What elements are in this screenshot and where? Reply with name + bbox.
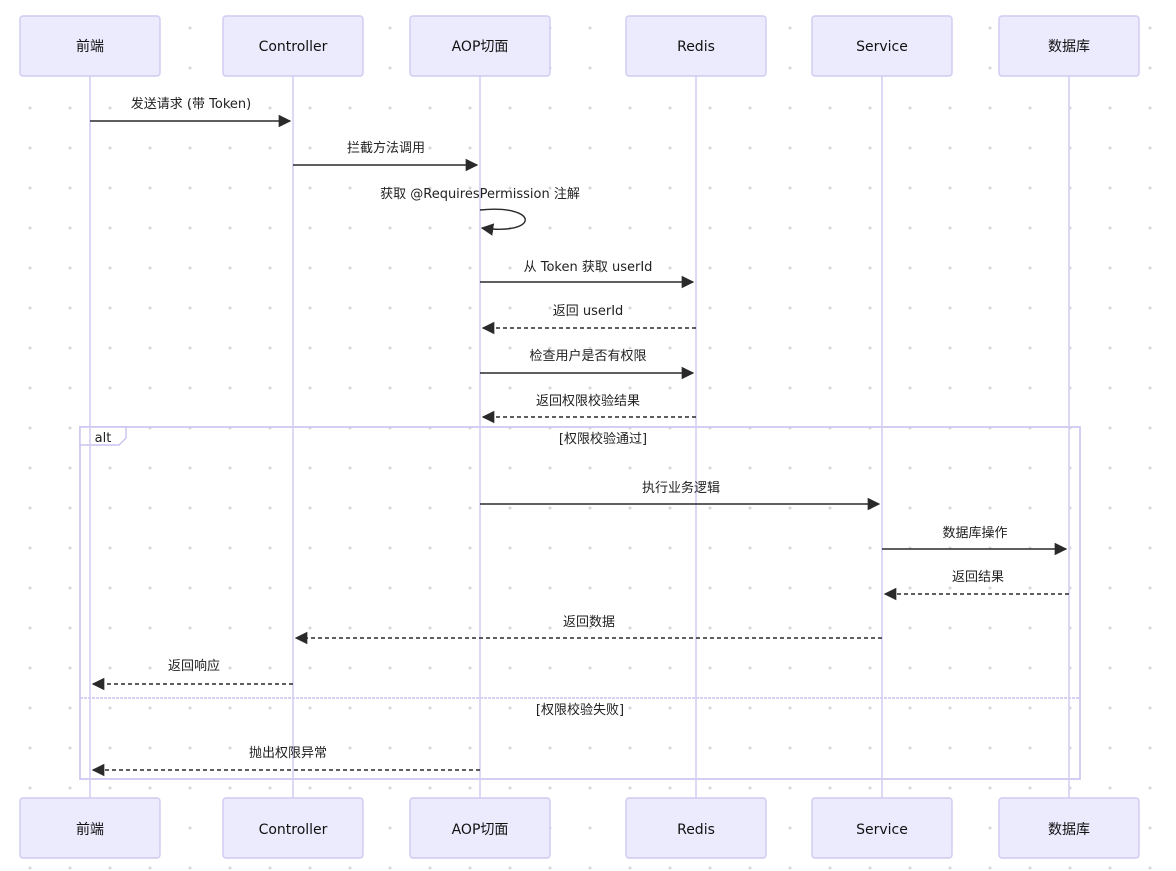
alt-frame-label-box — [79, 426, 127, 446]
participant-label: Controller — [259, 39, 328, 55]
participant-db-top: 数据库 — [998, 15, 1140, 77]
participant-service-bottom: Service — [811, 797, 953, 859]
message-11: 返回数据 — [294, 615, 882, 645]
participant-label: Redis — [677, 822, 715, 838]
message-7: 返回权限校验结果 — [481, 393, 696, 424]
participant-service-top: Service — [811, 15, 953, 77]
message-5: 返回 userId — [481, 304, 696, 335]
messages: 发送请求 (带 Token) 拦截方法调用 获取 @RequiresPermis… — [90, 96, 1069, 777]
participant-label: AOP切面 — [452, 822, 509, 838]
participants-top: 前端 Controller AOP切面 Redis Service 数据库 — [19, 15, 1140, 77]
message-10: 返回结果 — [883, 570, 1069, 601]
message-label: 获取 @RequiresPermission 注解 — [380, 187, 580, 202]
message-label: 数据库操作 — [942, 525, 1007, 541]
message-label: 执行业务逻辑 — [642, 480, 720, 496]
message-12: 返回响应 — [91, 658, 293, 691]
message-label: 返回数据 — [563, 615, 615, 630]
participant-redis-bottom: Redis — [625, 797, 767, 859]
message-label: 返回响应 — [168, 658, 220, 674]
alt-frame-border — [79, 426, 1081, 780]
participant-redis-top: Redis — [625, 15, 767, 77]
participant-label: Service — [856, 39, 908, 55]
participants-bottom: 前端 Controller AOP切面 Redis Service 数据库 — [19, 797, 1140, 859]
participant-label: Service — [856, 822, 908, 838]
message-13: 抛出权限异常 — [91, 745, 480, 777]
message-6: 检查用户是否有权限 — [480, 348, 695, 380]
message-label: 发送请求 (带 Token) — [131, 96, 251, 112]
participant-controller-bottom: Controller — [222, 797, 364, 859]
alt-frame-label: alt — [95, 431, 112, 446]
message-3-self: 获取 @RequiresPermission 注解 — [380, 187, 580, 236]
alt-condition-pass: [权限校验通过] — [559, 431, 647, 447]
message-label: 返回权限校验结果 — [536, 393, 640, 409]
participant-frontend-top: 前端 — [19, 15, 161, 77]
participant-db-bottom: 数据库 — [998, 797, 1140, 859]
alt-frame: alt [权限校验通过] [权限校验失败] — [79, 426, 1081, 780]
message-label: 返回结果 — [952, 570, 1004, 585]
message-1: 发送请求 (带 Token) — [90, 96, 292, 128]
message-label: 检查用户是否有权限 — [529, 348, 646, 364]
participant-label: 前端 — [76, 38, 104, 55]
participant-label: AOP切面 — [452, 39, 509, 55]
message-label: 抛出权限异常 — [249, 745, 327, 761]
participant-label: 前端 — [76, 821, 104, 838]
message-label: 从 Token 获取 userId — [524, 260, 653, 275]
participant-label: Redis — [677, 39, 715, 55]
message-arrow — [479, 208, 526, 236]
participant-label: 数据库 — [1048, 822, 1090, 838]
message-8: 执行业务逻辑 — [480, 480, 881, 511]
message-label: 返回 userId — [553, 304, 624, 319]
participant-label: 数据库 — [1048, 39, 1090, 55]
message-2: 拦截方法调用 — [293, 140, 479, 172]
participant-aop-top: AOP切面 — [409, 15, 551, 77]
participant-aop-bottom: AOP切面 — [409, 797, 551, 859]
message-4: 从 Token 获取 userId — [480, 260, 695, 289]
participant-controller-top: Controller — [222, 15, 364, 77]
participant-label: Controller — [259, 822, 328, 838]
message-label: 拦截方法调用 — [347, 140, 425, 156]
message-9: 数据库操作 — [882, 525, 1068, 556]
lifelines — [89, 76, 1070, 798]
alt-condition-fail: [权限校验失败] — [536, 702, 624, 718]
participant-frontend-bottom: 前端 — [19, 797, 161, 859]
